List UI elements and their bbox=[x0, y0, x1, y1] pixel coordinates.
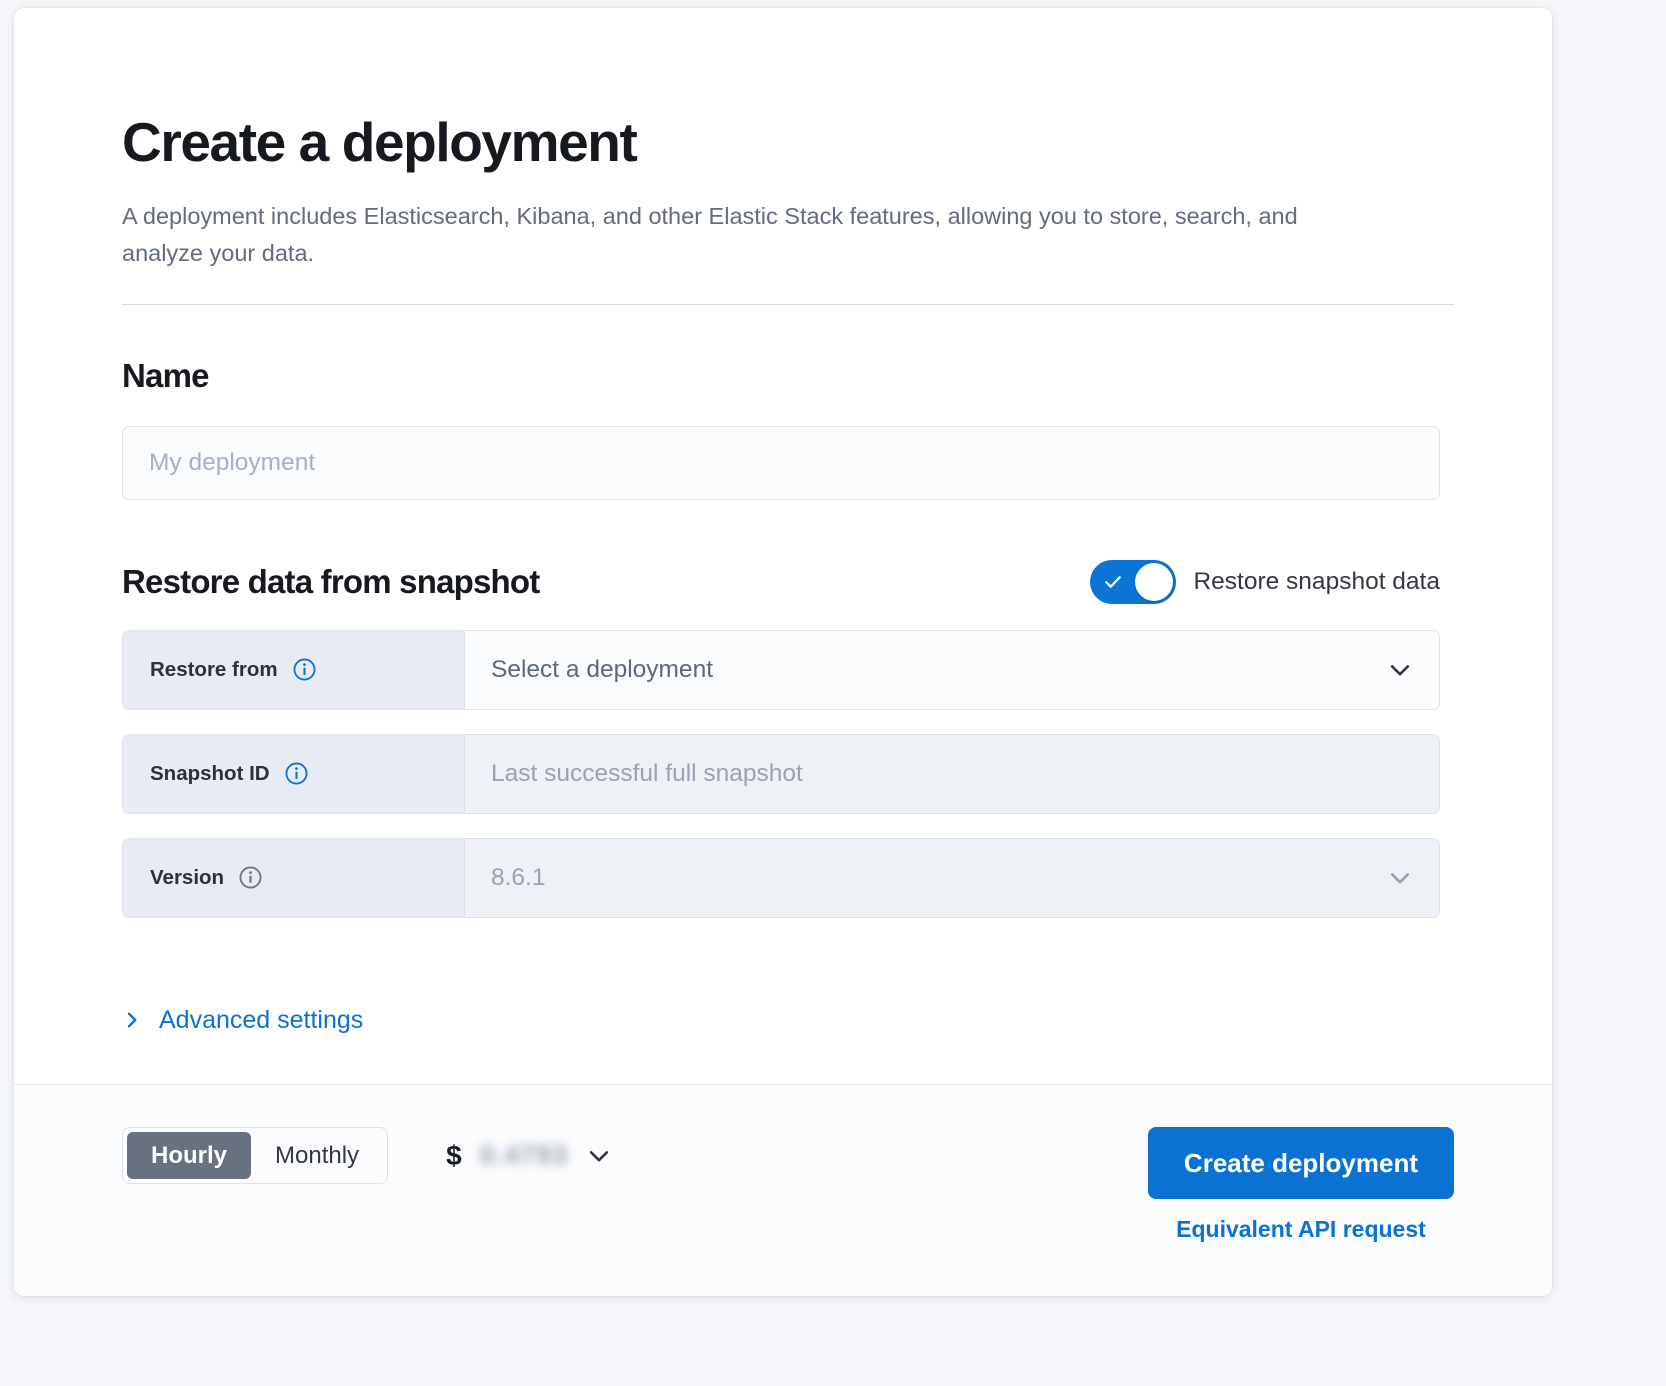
advanced-settings-toggle[interactable]: Advanced settings bbox=[122, 1006, 363, 1035]
restore-from-row[interactable]: Restore from Select a deployment bbox=[122, 629, 1440, 710]
footer-bar: Hourly Monthly $ 0.4793 Create deploymen… bbox=[14, 1084, 1552, 1296]
equivalent-api-request-link[interactable]: Equivalent API request bbox=[1170, 1215, 1432, 1244]
restore-from-value: Select a deployment bbox=[491, 655, 713, 683]
restore-from-field[interactable]: Select a deployment bbox=[465, 630, 1439, 709]
snapshot-id-field: Last successful full snapshot bbox=[465, 734, 1439, 813]
currency-symbol: $ bbox=[446, 1139, 462, 1171]
create-deployment-card: Create a deployment A deployment include… bbox=[14, 8, 1552, 1296]
page-subtitle: A deployment includes Elasticsearch, Kib… bbox=[122, 202, 1298, 266]
snapshot-id-label-cell: Snapshot ID bbox=[123, 734, 465, 813]
toggle-knob bbox=[1135, 562, 1174, 601]
restore-snapshot-toggle[interactable] bbox=[1090, 559, 1177, 604]
chevron-down-icon[interactable] bbox=[1387, 657, 1413, 683]
advanced-settings-label: Advanced settings bbox=[159, 1005, 364, 1034]
billing-period-toggle[interactable]: Hourly Monthly bbox=[122, 1127, 389, 1184]
deployment-name-placeholder: My deployment bbox=[149, 448, 316, 476]
card-body: Create a deployment A deployment include… bbox=[14, 8, 1552, 1084]
price-amount: 0.4793 bbox=[479, 1140, 569, 1170]
version-value: 8.6.1 bbox=[491, 863, 546, 891]
restore-from-label: Restore from bbox=[150, 657, 278, 681]
price-display[interactable]: $ 0.4793 bbox=[446, 1140, 612, 1172]
chevron-down-icon[interactable] bbox=[586, 1143, 612, 1169]
billing-option-hourly[interactable]: Hourly bbox=[127, 1132, 252, 1179]
version-field: 8.6.1 bbox=[465, 838, 1439, 917]
restore-toggle-label: Restore snapshot data bbox=[1193, 567, 1440, 595]
create-deployment-button[interactable]: Create deployment bbox=[1147, 1127, 1454, 1199]
version-row: Version 8.6.1 bbox=[122, 837, 1440, 918]
restore-heading: Restore data from snapshot bbox=[122, 562, 540, 600]
snapshot-id-value: Last successful full snapshot bbox=[491, 759, 803, 787]
name-heading: Name bbox=[122, 356, 209, 394]
version-label-cell: Version bbox=[123, 838, 465, 917]
restore-section-header: Restore data from snapshot Restore snaps… bbox=[122, 559, 1440, 604]
chevron-down-icon bbox=[1390, 872, 1410, 884]
version-label: Version bbox=[150, 865, 225, 889]
page-title: Create a deployment bbox=[122, 111, 638, 173]
name-section: Name My deployment bbox=[122, 305, 1454, 500]
restore-form-rows: Restore from Select a deployment bbox=[122, 629, 1440, 918]
snapshot-id-label: Snapshot ID bbox=[150, 761, 270, 785]
header-divider bbox=[122, 303, 1454, 305]
info-icon[interactable] bbox=[239, 866, 262, 889]
info-icon[interactable] bbox=[293, 658, 316, 681]
restore-from-label-cell: Restore from bbox=[123, 630, 465, 709]
check-icon bbox=[1105, 575, 1122, 588]
chevron-right-icon bbox=[127, 1012, 137, 1028]
footer-right: Create deployment Equivalent API request bbox=[1147, 1127, 1454, 1244]
footer-left: Hourly Monthly $ 0.4793 bbox=[122, 1127, 612, 1184]
restore-toggle-group[interactable]: Restore snapshot data bbox=[1090, 559, 1440, 604]
billing-option-monthly[interactable]: Monthly bbox=[251, 1132, 383, 1179]
snapshot-id-row: Snapshot ID Last successful full snapsho… bbox=[122, 733, 1440, 814]
deployment-name-input[interactable]: My deployment bbox=[122, 425, 1440, 500]
info-icon[interactable] bbox=[285, 762, 308, 785]
content-inner: Create a deployment A deployment include… bbox=[14, 8, 1552, 1037]
